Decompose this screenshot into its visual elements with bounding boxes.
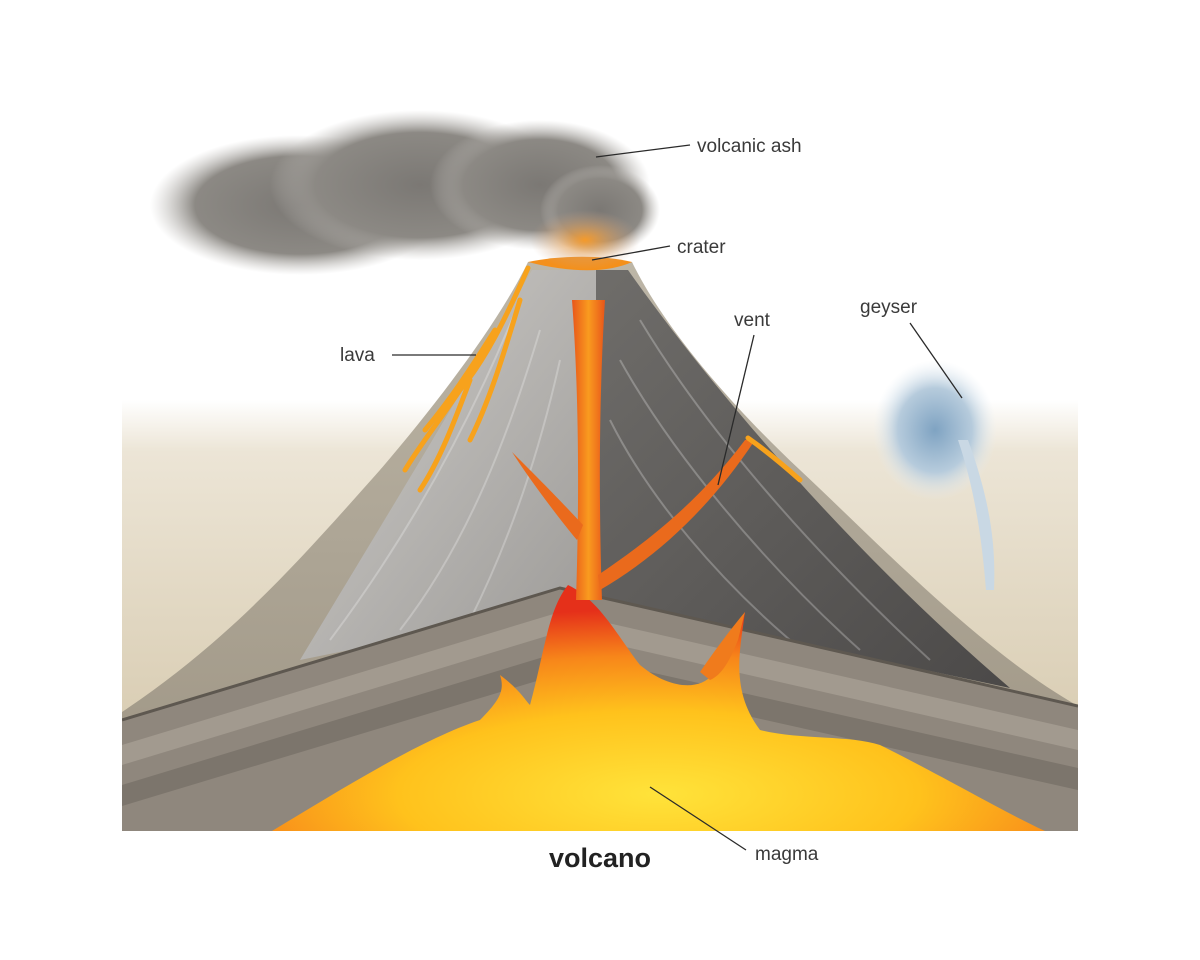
volcanic-ash-leader <box>595 144 691 158</box>
lava-label: lava <box>340 345 375 366</box>
diagram-title: volcano <box>549 843 651 873</box>
vent-leader <box>717 334 755 486</box>
crater-label: crater <box>677 237 726 258</box>
cone-layers-dark <box>596 270 1010 688</box>
magma-chamber <box>272 585 1045 831</box>
lava-flow <box>402 265 531 493</box>
vent-label: vent <box>734 310 771 331</box>
left-branch <box>512 452 583 540</box>
geyser-leader <box>909 322 963 399</box>
dike <box>700 612 745 680</box>
cone-layers-light <box>300 270 596 660</box>
side-vent <box>598 440 755 590</box>
volcanic-ash-cloud <box>150 110 660 275</box>
geyser-column <box>958 440 995 590</box>
magma-leader <box>649 786 747 851</box>
crater-leader <box>591 245 671 261</box>
cone-strata <box>329 299 931 661</box>
volcanic-ash-label: volcanic ash <box>697 136 802 157</box>
magma-label: magma <box>755 844 819 865</box>
geyser-label: geyser <box>860 297 918 318</box>
